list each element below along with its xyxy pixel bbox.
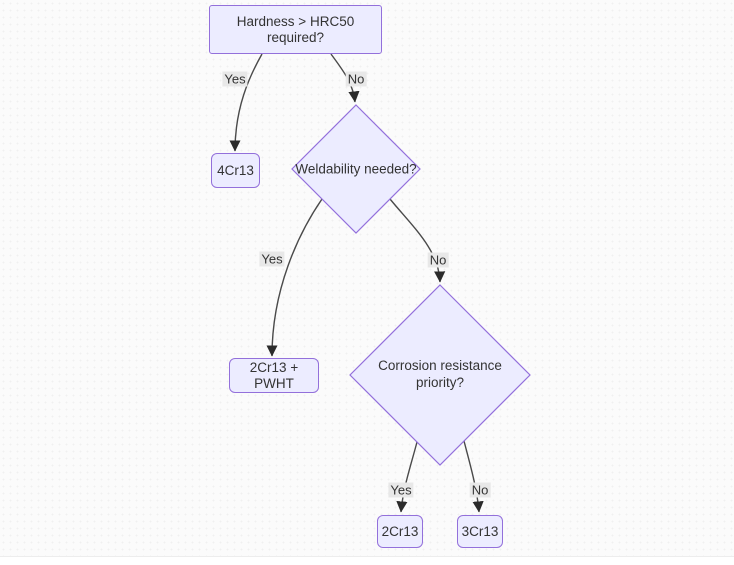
decision-corrosion-label: Corrosion resistance priority? — [378, 358, 502, 390]
canvas-bottom-edge — [0, 556, 734, 565]
edge-label-weldability-yes: Yes — [259, 251, 285, 267]
edge-weldability-yes — [266, 198, 323, 357]
decision-hardness-node: Hardness > HRC50 required? — [209, 5, 382, 54]
decision-weldability-label: Weldability needed? — [295, 161, 417, 177]
edge-hardness-yes — [229, 53, 263, 152]
result-2cr13-pwht-node: 2Cr13 + PWHT — [229, 358, 319, 393]
result-4cr13-node: 4Cr13 — [211, 153, 260, 188]
edge-weldability-no — [389, 198, 446, 283]
edge-label-hardness-no: No — [345, 71, 367, 87]
result-2cr13-node: 2Cr13 — [377, 515, 423, 548]
edge-corrosion-no — [463, 440, 484, 513]
edge-label-corrosion-yes: Yes — [388, 482, 414, 498]
edge-corrosion-yes — [396, 441, 418, 513]
edge-label-hardness-yes: Yes — [222, 71, 248, 87]
edge-label-weldability-no: No — [427, 252, 449, 268]
result-3cr13-node: 3Cr13 — [457, 515, 503, 548]
edge-label-corrosion-no: No — [469, 482, 491, 498]
decision-corrosion-shape — [349, 284, 531, 466]
decision-weldability-shape — [291, 104, 421, 234]
